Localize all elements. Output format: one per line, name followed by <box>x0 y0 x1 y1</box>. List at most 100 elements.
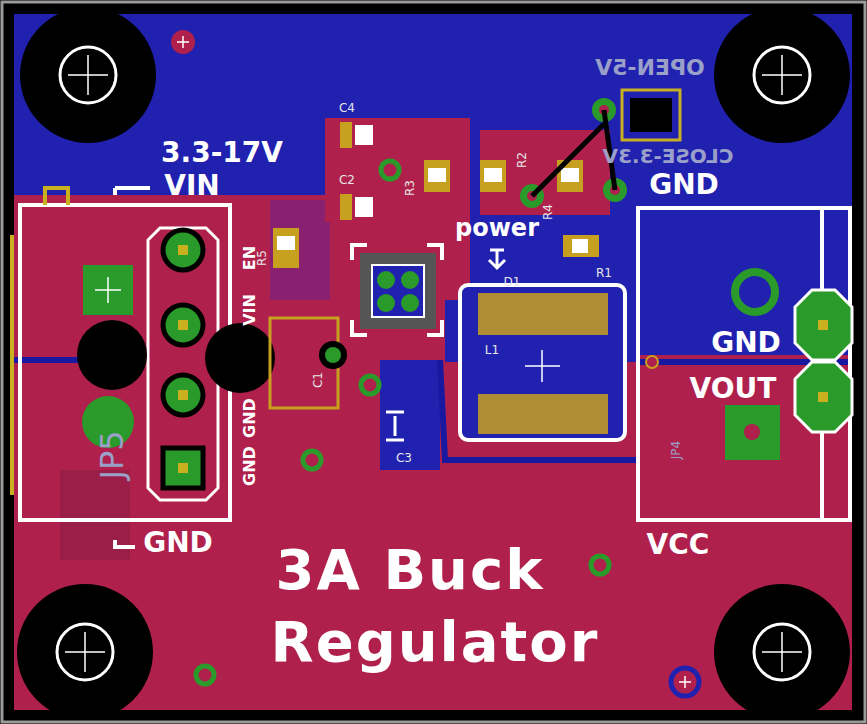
part-name: L1 <box>485 344 499 356</box>
header-pads <box>178 463 188 473</box>
part-name: R3 <box>404 180 416 196</box>
pin-name: GND <box>242 446 258 486</box>
mounting-hole <box>68 55 108 95</box>
mounting-hole <box>20 7 156 143</box>
via <box>591 556 609 574</box>
regulator-chip <box>377 271 395 289</box>
mounting-hole <box>17 584 153 720</box>
smd-parts <box>325 347 341 363</box>
output-connector-pads <box>725 405 780 460</box>
regulator-chip <box>360 253 436 329</box>
led-symbol <box>489 250 505 268</box>
header-pads <box>163 448 203 488</box>
inductor <box>478 293 608 335</box>
header-pads <box>178 320 188 330</box>
pin-name: VIN <box>164 172 220 200</box>
smd-parts <box>355 197 373 217</box>
smd-parts <box>273 228 299 268</box>
pin-name: GND <box>711 329 781 357</box>
bottom-copper <box>270 200 330 300</box>
smd-parts <box>386 412 404 440</box>
header-pads <box>83 265 133 315</box>
header-pads <box>77 228 275 500</box>
pin-name: GND <box>143 529 213 557</box>
connector-outline <box>12 188 850 547</box>
smd-parts <box>340 122 352 148</box>
regulator-chip <box>401 271 419 289</box>
output-connector-pads <box>744 424 760 440</box>
header-pads <box>77 320 147 390</box>
led-symbol <box>489 250 505 268</box>
smd-parts <box>325 120 355 150</box>
regulator-chip <box>352 245 442 335</box>
smd-parts <box>319 341 347 369</box>
part-name: R5 <box>256 250 268 266</box>
output-connector-pads <box>735 272 775 312</box>
via <box>381 161 399 179</box>
part-name: C4 <box>339 102 355 114</box>
part-name: C1 <box>312 372 324 388</box>
voltage-range: 3.3-17V <box>161 139 283 167</box>
via <box>646 356 658 368</box>
smd-parts <box>428 168 446 182</box>
bottom-copper <box>380 360 440 470</box>
via <box>171 30 195 54</box>
inductor <box>460 285 625 440</box>
part-name: C3 <box>396 452 412 464</box>
output-connector-pads <box>795 362 852 432</box>
smd-parts <box>484 168 502 182</box>
smd-parts <box>340 194 352 220</box>
regulator-chip <box>352 245 442 335</box>
regulator-chip <box>401 294 419 312</box>
mounting-hole <box>65 632 105 672</box>
connector-outline <box>20 205 230 520</box>
pin-name: GND <box>649 171 719 199</box>
connector-outline <box>45 188 68 205</box>
inductor <box>478 394 608 434</box>
solder-jumper <box>630 98 672 132</box>
smd-parts <box>424 160 450 192</box>
mounting-hole <box>754 47 810 103</box>
mounting-hole <box>714 584 850 720</box>
pin-name: VIN <box>242 294 258 326</box>
board-title: Regulator <box>271 614 600 670</box>
regulator-chip <box>377 294 395 312</box>
output-connector-pads <box>725 272 852 460</box>
via <box>361 376 379 394</box>
regulator-chip <box>372 265 424 317</box>
part-name: D1 <box>504 276 521 288</box>
mounting-hole <box>60 47 116 103</box>
header-pads <box>178 245 188 255</box>
connector-outline <box>115 186 150 190</box>
connector-outline <box>10 235 14 495</box>
part-name: R4 <box>542 204 554 220</box>
via <box>303 451 321 469</box>
indicator-name: power <box>455 216 539 240</box>
output-connector-pads <box>818 392 828 402</box>
header-pads <box>163 375 203 415</box>
connector-outline <box>113 188 117 195</box>
board-title: 3A Buck <box>276 542 545 598</box>
smd-parts <box>561 168 579 182</box>
header-pads <box>163 230 203 270</box>
smd-parts <box>480 160 506 192</box>
via <box>196 666 214 684</box>
output-connector-pads <box>818 320 828 330</box>
jumper-note: CLOSE-3.3V <box>603 146 734 166</box>
bottom-copper <box>480 130 610 215</box>
output-connector-pads <box>795 290 852 360</box>
part-name: JP4 <box>670 441 682 459</box>
smd-parts <box>572 239 588 253</box>
pin-name: VOUT <box>690 375 777 403</box>
header-pads <box>205 323 275 393</box>
inductor <box>525 350 560 382</box>
connector-outline <box>115 540 135 547</box>
pin-name: VCC <box>647 531 710 559</box>
solder-jumper <box>622 90 680 140</box>
smd-parts <box>325 192 355 222</box>
mounting-hole <box>17 7 850 720</box>
header-pads <box>178 390 188 400</box>
via <box>671 668 699 696</box>
